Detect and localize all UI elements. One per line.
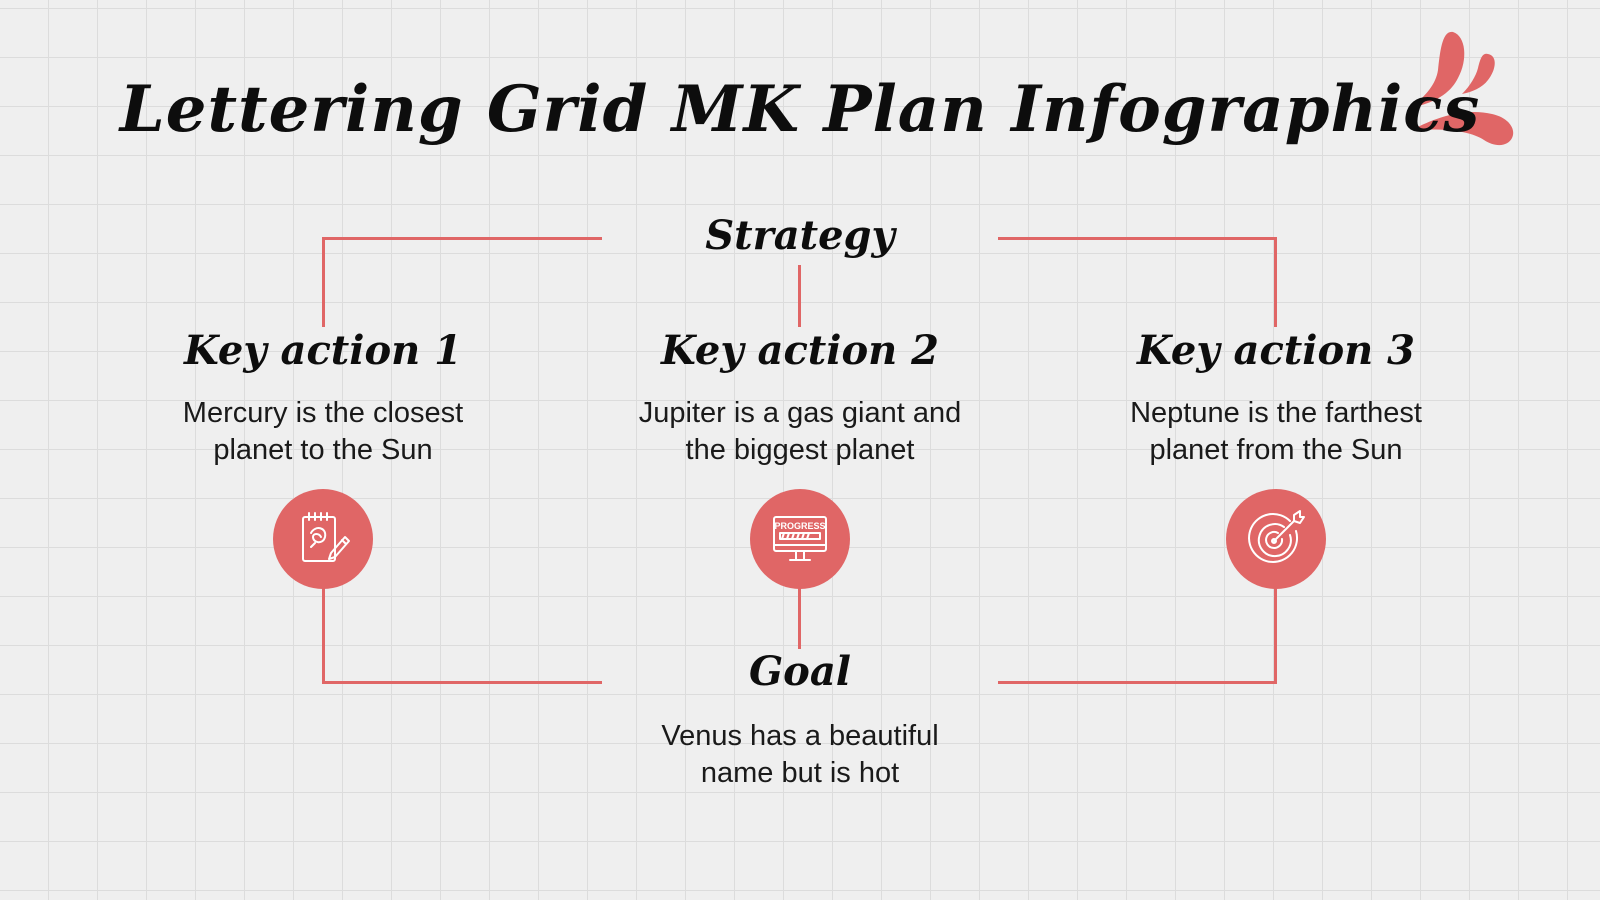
key-action-1-text: Mercury is the closest planet to the Sun	[123, 395, 523, 469]
page-title: Lettering Grid MK Plan Infographics	[119, 72, 1481, 147]
connector-line	[798, 588, 801, 649]
splash-decoration-icon	[1410, 31, 1514, 146]
key-action-1-text-line1: Mercury is the closest	[182, 397, 464, 429]
strategy-heading: Strategy	[705, 212, 895, 259]
notebook-pencil-icon	[302, 512, 350, 562]
goal-text-line1: Venus has a beautiful	[661, 720, 939, 752]
connector-line	[1274, 588, 1277, 684]
key-action-2-text-line1: Jupiter is a gas giant and	[638, 397, 962, 429]
connector-line	[322, 237, 325, 327]
key-action-3-title: Key action 3	[1137, 327, 1415, 374]
progress-monitor-icon: PROGRESS	[773, 516, 827, 561]
connector-line	[322, 588, 325, 684]
target-arrow-icon	[1248, 510, 1305, 563]
connector-line	[998, 237, 1277, 240]
key-action-2-icon-circle: PROGRESS	[750, 489, 850, 589]
goal-text-line2: name but is hot	[700, 757, 900, 789]
connector-line	[322, 681, 602, 684]
progress-icon-label: PROGRESS	[774, 521, 825, 531]
key-action-3-text-line2: planet from the Sun	[1149, 434, 1403, 466]
key-action-1-icon-circle	[273, 489, 373, 589]
key-action-2-text: Jupiter is a gas giant and the biggest p…	[600, 395, 1000, 469]
goal-heading: Goal	[749, 648, 851, 695]
connector-line	[998, 681, 1277, 684]
key-action-1-title: Key action 1	[184, 327, 462, 374]
key-action-2-text-line2: the biggest planet	[685, 434, 915, 466]
connector-line	[322, 237, 602, 240]
key-action-1-text-line2: planet to the Sun	[213, 434, 433, 466]
key-action-3-text: Neptune is the farthest planet from the …	[1076, 395, 1476, 469]
connector-line	[798, 265, 801, 327]
key-action-3-text-line1: Neptune is the farthest	[1130, 397, 1422, 429]
key-action-2-title: Key action 2	[661, 327, 939, 374]
goal-text: Venus has a beautiful name but is hot	[600, 718, 1000, 792]
connector-line	[1274, 237, 1277, 327]
key-action-3-icon-circle	[1226, 489, 1326, 589]
